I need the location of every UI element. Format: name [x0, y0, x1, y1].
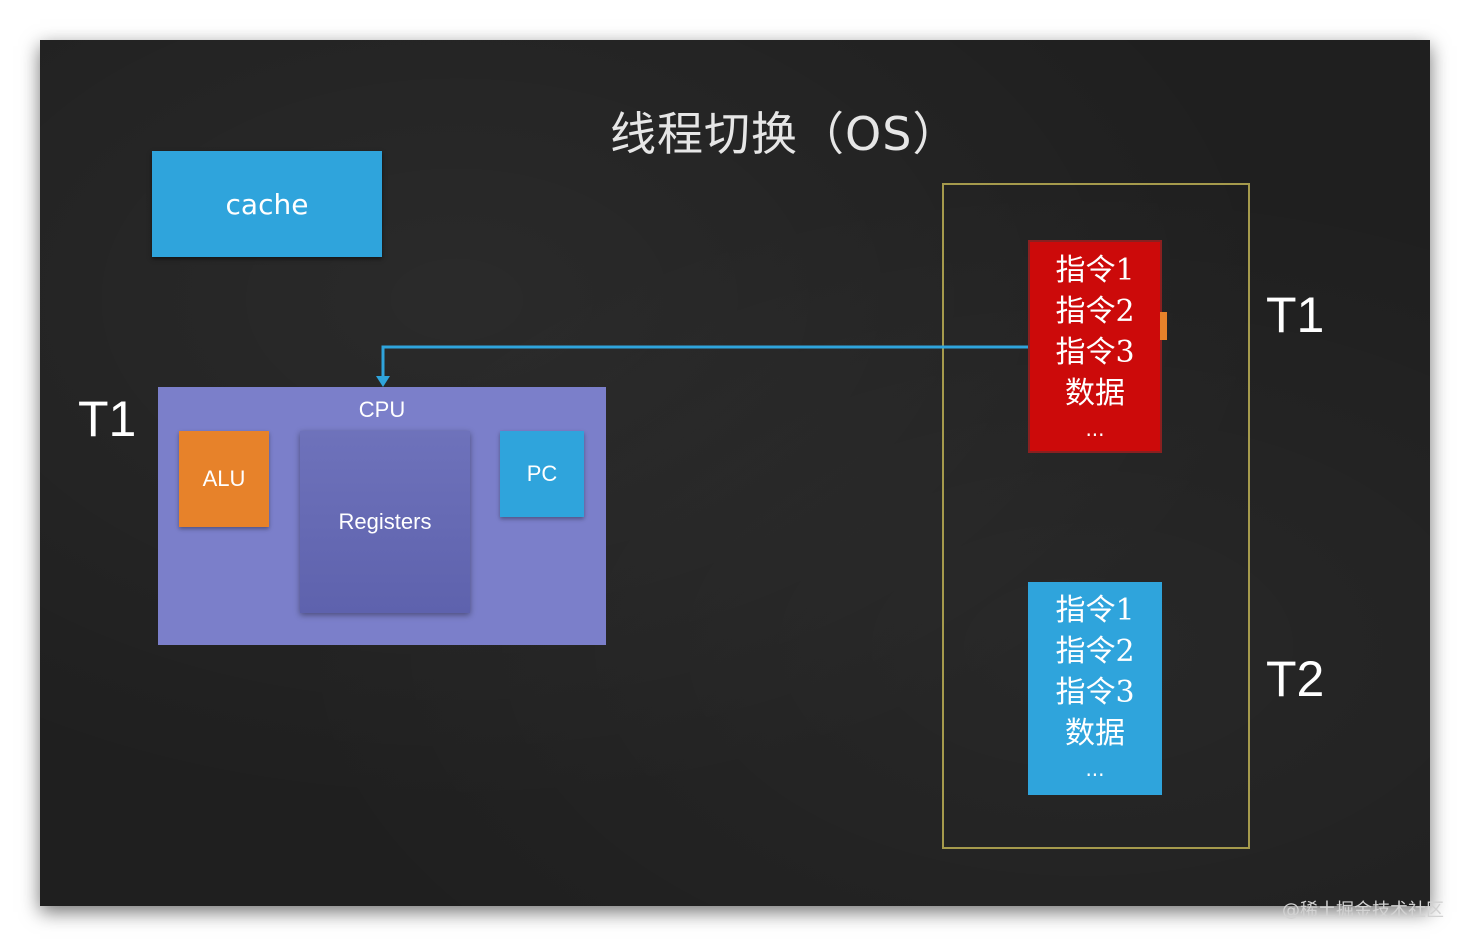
- thread-t2-ellipsis: ...: [1085, 757, 1105, 781]
- cpu-thread-label: T1: [78, 391, 137, 447]
- load-arrow: [376, 345, 1028, 387]
- thread-t2-block: 指令1 指令2 指令3 数据 ...: [1028, 582, 1162, 795]
- current-instruction-marker: [1160, 312, 1167, 340]
- thread-t1-line-1: 指令1: [1055, 253, 1135, 288]
- cpu-block: CPU ALU Registers PC: [158, 387, 606, 645]
- thread-t1-line-2: 指令2: [1055, 294, 1135, 329]
- thread-t1-line-3: 指令3: [1055, 335, 1135, 370]
- thread-t1-ellipsis: ...: [1085, 417, 1105, 441]
- thread-t2-line-1: 指令1: [1055, 593, 1135, 628]
- arrow-head: [376, 376, 390, 387]
- diagram-title: 线程切换（OS）: [610, 107, 960, 161]
- watermark: @稀土掘金技术社区: [1282, 900, 1444, 921]
- pc-block: PC: [500, 431, 584, 517]
- registers-block: Registers: [300, 431, 470, 613]
- thread-t2-line-3: 指令3: [1055, 675, 1135, 710]
- thread-t2-line-4: 数据: [1065, 716, 1125, 751]
- cache-block: cache: [152, 151, 382, 257]
- thread-t1-line-4: 数据: [1065, 376, 1125, 411]
- alu-block: ALU: [179, 431, 269, 527]
- chalkboard-background: 线程切换（OS） cache T1 CPU ALU Registers PC 指…: [40, 40, 1430, 906]
- cpu-label: CPU: [358, 397, 406, 422]
- thread-t1-block: 指令1 指令2 指令3 数据 ...: [1028, 240, 1162, 453]
- os-thread-area: [942, 183, 1250, 849]
- thread-t2-line-2: 指令2: [1055, 634, 1135, 669]
- thread-t2-label: T2: [1266, 651, 1325, 707]
- thread-t1-label: T1: [1266, 287, 1325, 343]
- arrow-line: [381, 345, 1028, 380]
